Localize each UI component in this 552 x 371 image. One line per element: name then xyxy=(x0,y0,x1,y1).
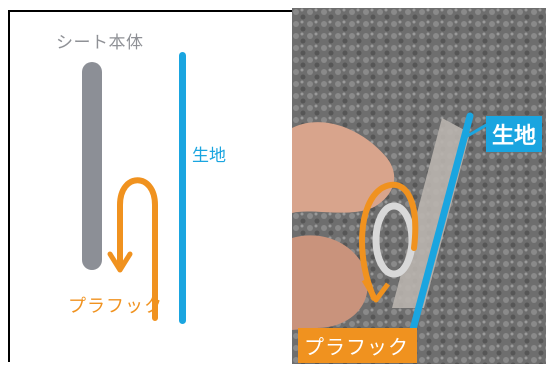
photo-hook-loop xyxy=(359,181,419,301)
hook-arrowhead xyxy=(107,251,133,273)
hand-upper xyxy=(292,122,395,213)
fabric-line xyxy=(179,52,186,324)
sheet-body-label: シート本体 xyxy=(56,33,144,53)
photo-hook-arrowhead xyxy=(361,278,390,303)
hook-loop xyxy=(117,177,158,321)
sheet-body-bar xyxy=(82,62,102,270)
fabric-label-left: 生地 xyxy=(192,146,226,166)
plahook-label-right: プラフック xyxy=(298,328,417,363)
fabric-label-right: 生地 xyxy=(486,116,543,152)
photo-panel xyxy=(292,8,546,364)
photo-fabric-line xyxy=(408,112,474,337)
photo-illustration xyxy=(292,8,546,364)
hand-lower xyxy=(292,235,368,330)
photo-fabric-leader xyxy=(463,122,489,140)
plahook-label-left: プラフック xyxy=(68,296,163,317)
